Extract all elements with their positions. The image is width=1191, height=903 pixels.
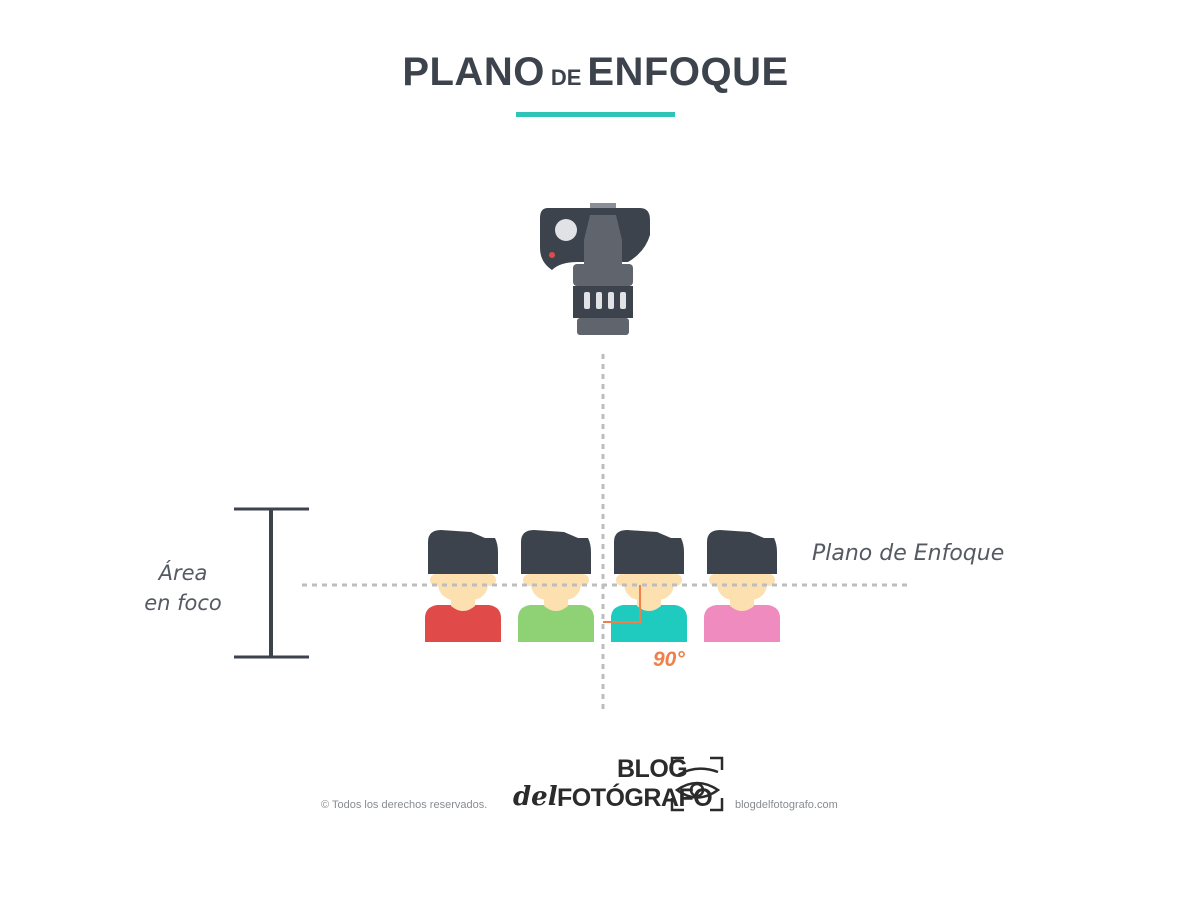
logo-text-fotografo: FOTÓGRAFO [557,784,713,812]
person-icon [704,530,780,642]
area-in-focus-label: Área en foco [138,558,228,618]
title-connector: DE [550,65,582,90]
website-text: blogdelfotografo.com [735,799,838,811]
area-bracket-icon [234,507,309,659]
area-label-line2: en foco [144,591,222,615]
person-icon [518,530,594,642]
logo-eye-icon [670,756,724,812]
camera-icon [540,203,650,335]
title-underline [516,112,675,117]
copyright-text: © Todos los derechos reservados. [321,799,488,811]
person-icon [611,530,687,642]
right-angle-marker [603,585,641,623]
logo-text-blog: BLOG [617,755,688,783]
angle-label: 90° [653,648,685,671]
people-row [425,530,780,642]
person-icon [425,530,501,642]
focus-plane-label: Plano de Enfoque [812,541,1005,566]
logo-text-del: del [513,782,558,812]
title-word-enfoque: ENFOQUE [587,50,789,94]
title-word-plano: PLANO [402,50,545,94]
area-label-line1: Área [158,561,208,585]
